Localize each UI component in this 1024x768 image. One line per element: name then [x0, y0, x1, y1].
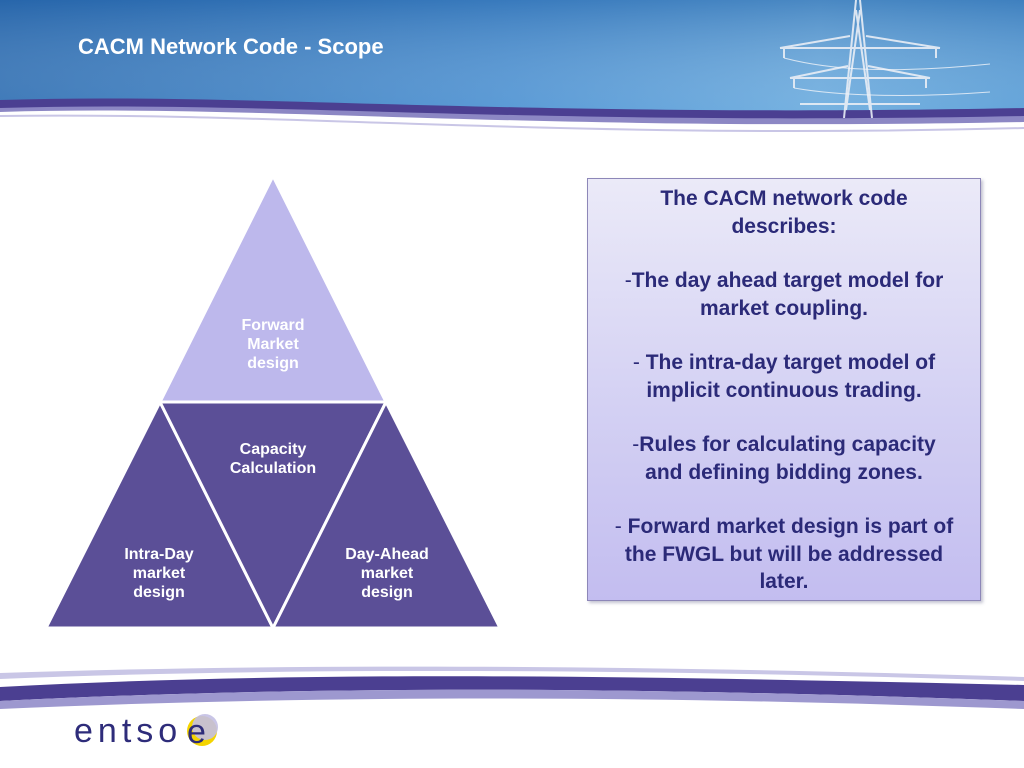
label-intraday-market-design: Intra-Day market design	[89, 545, 229, 602]
bullet-text-line: later.	[759, 570, 809, 593]
label-line: design	[361, 584, 413, 601]
bullet-text-line: and defining bidding zones.	[645, 460, 923, 484]
label-line: market	[360, 565, 414, 582]
bullet-capacity-rules: -Rules for calculating capacity	[598, 431, 970, 459]
bullet-text-line: the FWGL but will be addressed	[624, 542, 944, 566]
logo-e-letter: e	[187, 713, 206, 751]
label-line: Intra-Day	[124, 546, 194, 563]
label-line: design	[247, 355, 299, 372]
entsoe-logo-text: entso	[74, 712, 183, 750]
pyramid-right-triangle	[270, 398, 502, 630]
bullet-text: The day ahead target model for	[631, 269, 944, 292]
bullet-dash: -	[614, 515, 628, 538]
label-line: Market	[247, 336, 299, 353]
bullet-text-line: market coupling.	[699, 296, 869, 320]
label-line: design	[133, 584, 185, 601]
bullet-text-line: implicit continuous trading.	[646, 378, 922, 402]
label-forward-market-design: Forward Market design	[203, 316, 343, 373]
scope-description-box: The CACM network code describes: -The da…	[587, 178, 981, 601]
label-capacity-calculation: Capacity Calculation	[203, 440, 343, 478]
bullet-dash: -	[632, 433, 640, 456]
label-line: Capacity	[239, 441, 307, 458]
bullet-forward-market: - Forward market design is part of	[598, 513, 970, 541]
power-pylon-icon	[779, 0, 990, 118]
box-heading-line: The CACM network code	[660, 187, 908, 210]
bullet-dash: -	[624, 269, 632, 292]
label-dayahead-market-design: Day-Ahead market design	[317, 545, 457, 602]
bullet-dash: -	[632, 351, 646, 374]
bullet-text: Rules for calculating capacity	[639, 433, 936, 456]
label-line: Day-Ahead	[345, 546, 429, 563]
label-line: market	[132, 565, 186, 582]
header-banner: CACM Network Code - Scope	[0, 0, 1024, 138]
bullet-intra-day: - The intra-day target model of	[598, 349, 970, 377]
box-heading-line: describes:	[731, 214, 837, 238]
entsoe-logo-mark: e	[187, 713, 218, 751]
label-line: Calculation	[229, 460, 317, 477]
bullet-day-ahead: -The day ahead target model for	[598, 267, 970, 295]
label-line: Forward	[241, 317, 305, 334]
bullet-text: The intra-day target model of	[645, 351, 936, 374]
slide-title: CACM Network Code - Scope	[78, 34, 384, 59]
footer-swoosh	[0, 666, 1024, 709]
pyramid-diagram	[46, 176, 502, 632]
bullet-text: Forward market design is part of	[627, 515, 954, 538]
